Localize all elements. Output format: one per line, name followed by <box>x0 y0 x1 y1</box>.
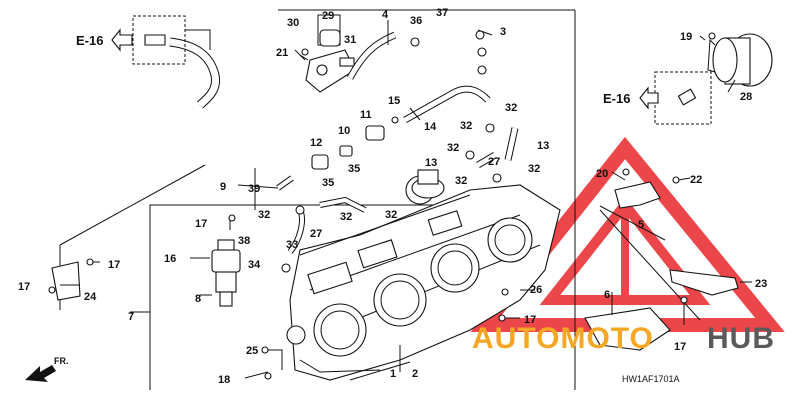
callout-number: 33 <box>286 239 298 251</box>
callout-number: 32 <box>340 211 352 223</box>
e16-arrow-left <box>111 28 133 52</box>
map-sensor-8 <box>211 239 241 307</box>
e16-arrow-right <box>639 86 659 110</box>
callout-number: 17 <box>524 314 536 326</box>
hose-39 <box>132 15 221 109</box>
fittings-10-12 <box>311 125 385 170</box>
callout-number: 20 <box>596 168 608 180</box>
callout-number: 16 <box>164 253 176 265</box>
front-label: FR. <box>54 356 69 366</box>
callout-number: 19 <box>680 31 692 43</box>
hose-14 <box>403 85 491 124</box>
callout-number: 17 <box>18 281 30 293</box>
callout-number: 6 <box>604 289 610 301</box>
iacv-sensor-group <box>299 14 356 93</box>
callout-number: 32 <box>258 209 270 221</box>
callout-number: 4 <box>382 9 389 21</box>
callout-number: 18 <box>218 374 230 386</box>
callout-number: 12 <box>310 137 322 149</box>
callout-number: 22 <box>690 174 702 186</box>
callout-number: 29 <box>322 10 334 22</box>
callout-number: 34 <box>248 259 261 271</box>
front-arrow-icon <box>25 365 56 382</box>
callout-number: 32 <box>460 120 472 132</box>
callout-number: 2 <box>412 368 418 380</box>
callout-number: 17 <box>674 341 686 353</box>
callout-number: 10 <box>338 125 350 137</box>
callout-number: 8 <box>195 293 201 305</box>
callout-number: 31 <box>344 34 356 46</box>
callout-number: 32 <box>455 175 467 187</box>
callout-number: 39 <box>248 183 260 195</box>
callout-number: 35 <box>322 177 334 189</box>
callout-number: 32 <box>528 163 540 175</box>
callout-group: 1 2 3 4 5 6 7 8 9 10 11 12 13 13 14 15 1… <box>18 7 767 386</box>
callout-number: 7 <box>128 311 134 323</box>
callout-number: 36 <box>410 15 422 27</box>
callout-number: 13 <box>425 157 437 169</box>
callout-number: 35 <box>348 163 360 175</box>
callout-number: 3 <box>500 26 506 38</box>
callout-number: 14 <box>424 121 437 133</box>
callout-number: 32 <box>505 102 517 114</box>
reference-label: E-16 <box>603 91 630 106</box>
callout-number: 27 <box>310 228 322 240</box>
callout-number: 13 <box>537 140 549 152</box>
callout-number: 37 <box>436 7 448 19</box>
callout-number: 38 <box>238 235 250 247</box>
vacuum-chamber <box>411 169 445 199</box>
callout-number: 17 <box>195 218 207 230</box>
callout-number: 23 <box>755 278 767 290</box>
callout-number: 1 <box>390 368 396 380</box>
callout-number: 27 <box>488 156 500 168</box>
brackets <box>51 181 739 351</box>
callout-number: 15 <box>388 95 400 107</box>
hose-13 <box>476 127 519 169</box>
watermark-text: HUB <box>707 322 775 355</box>
callout-number: 30 <box>287 17 299 29</box>
fuel-filter-28 <box>654 33 773 125</box>
callout-number: 17 <box>108 259 120 271</box>
callout-number: 28 <box>740 91 752 103</box>
callout-number: 5 <box>638 219 644 231</box>
assembly-frame <box>59 9 576 390</box>
callout-number: 21 <box>276 47 288 59</box>
callout-number: 9 <box>220 181 226 193</box>
reference-label: E-16 <box>76 33 103 48</box>
callout-number: 32 <box>447 142 459 154</box>
callout-number: 24 <box>84 291 97 303</box>
callout-number: 26 <box>530 284 542 296</box>
callout-number: 32 <box>385 209 397 221</box>
callout-number: 11 <box>360 109 372 121</box>
drawing-code: HW1AF1701A <box>622 374 680 384</box>
watermark-text: AUTOMOTO <box>472 322 654 355</box>
bolt-icons <box>48 30 716 380</box>
callout-number: 25 <box>246 345 258 357</box>
